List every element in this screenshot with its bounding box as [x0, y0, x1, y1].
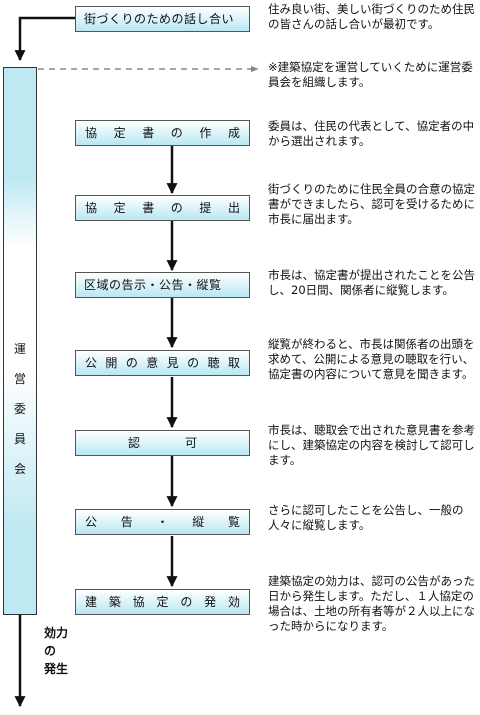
- step-label-char: 出: [227, 201, 240, 215]
- step-label-char: 書: [142, 126, 155, 140]
- top-elbow-arrow: [14, 16, 75, 62]
- step-label-char: 見: [166, 356, 179, 370]
- step-label: 街づくりのための話し合い: [84, 12, 235, 26]
- committee-bar: 運 営 委 員 会: [3, 67, 37, 615]
- step-label-char: 協: [85, 126, 98, 140]
- step-label-char: 開: [105, 356, 118, 370]
- step-box-agreement-effective: 建築協定の発効: [75, 589, 250, 615]
- step-desc-public-notice: 市長は、協定書が提出されたことを公告し、20日間、関係者に縦覧します。: [268, 268, 475, 297]
- step-desc-submit-agreement: 街づくりのために住民全員の合意の協定書ができましたら、認可を受けるために市長に届…: [268, 182, 475, 226]
- step-box-discussion: 街づくりのための話し合い: [75, 6, 250, 32]
- step-label-char: 作: [199, 126, 212, 140]
- step-label-char: 公: [85, 515, 98, 529]
- step-label-char: 発: [204, 595, 217, 609]
- step-box-public-hearing: 公開の意見の聴取: [75, 350, 250, 376]
- step-label-char: 聴: [207, 356, 220, 370]
- step-label-char: 定: [156, 595, 169, 609]
- step-label-char: 効: [227, 595, 240, 609]
- step-box-approval: 認可: [75, 430, 250, 456]
- step-label-char: 告: [120, 515, 133, 529]
- step-box-notice-inspection: 公 告 ・ 縦 覧: [75, 509, 250, 535]
- step-desc-discussion: 住み良い街、美しい街づくりのため住民の皆さんの話し合いが最初です。: [268, 2, 475, 31]
- step-label-char: 定: [113, 126, 126, 140]
- committee-note: ※建築協定を運営していくために運営委員会を組織します。: [268, 60, 473, 89]
- step-label-char: の: [170, 126, 183, 140]
- step-desc-notice-inspection: さらに認可したことを公告し、一般の人々に縦覧します。: [268, 503, 464, 532]
- step-label-char: 築: [108, 595, 121, 609]
- final-label: 効力 の 発生: [44, 626, 69, 676]
- step-desc-public-hearing: 縦覧が終わると、市長は関係者の出頭を求めて、公開による意見の聴取を行い、協定書の…: [268, 337, 475, 381]
- step-label-char: 協: [132, 595, 145, 609]
- step-label-char: 取: [227, 356, 240, 370]
- step-label-char: 定: [113, 201, 126, 215]
- step-label-char: の: [125, 356, 138, 370]
- step-desc-agreement-effective: 建築協定の効力は、認可の公告があった日から発生します。ただし、１人協定の場合は、…: [268, 574, 475, 633]
- step-label-char: 提: [199, 201, 212, 215]
- step-desc-approval: 市長は、聴取会で出された意見書を参考にし、建築協定の内容を検討して認可します。: [268, 423, 475, 467]
- step-label-char: の: [187, 356, 200, 370]
- step-box-submit-agreement: 協定書の提出: [75, 195, 250, 221]
- step-label-char: 意: [146, 356, 159, 370]
- step-label-char: 書: [142, 201, 155, 215]
- step-label-char: 覧: [227, 515, 240, 529]
- step-label-char: 公: [85, 356, 98, 370]
- step-label-char: 協: [85, 201, 98, 215]
- step-label-char: 成: [227, 126, 240, 140]
- step-label-char: の: [170, 201, 183, 215]
- committee-label: 運 営 委 員 会: [13, 342, 26, 476]
- step-label-char: の: [180, 595, 193, 609]
- step-desc-create-agreement: 委員は、住民の代表として、協定者の中から選出されます。: [268, 119, 475, 148]
- step-label-char: 建: [85, 595, 98, 609]
- step-box-create-agreement: 協定書の作成: [75, 120, 250, 146]
- step-label-char: 認: [128, 436, 141, 450]
- step-box-public-notice: 区域の告示・公告・縦覧: [75, 272, 250, 298]
- step-label-char: 可: [184, 436, 197, 450]
- step-label-char: 縦: [192, 515, 205, 529]
- step-label-char: ・: [156, 515, 169, 529]
